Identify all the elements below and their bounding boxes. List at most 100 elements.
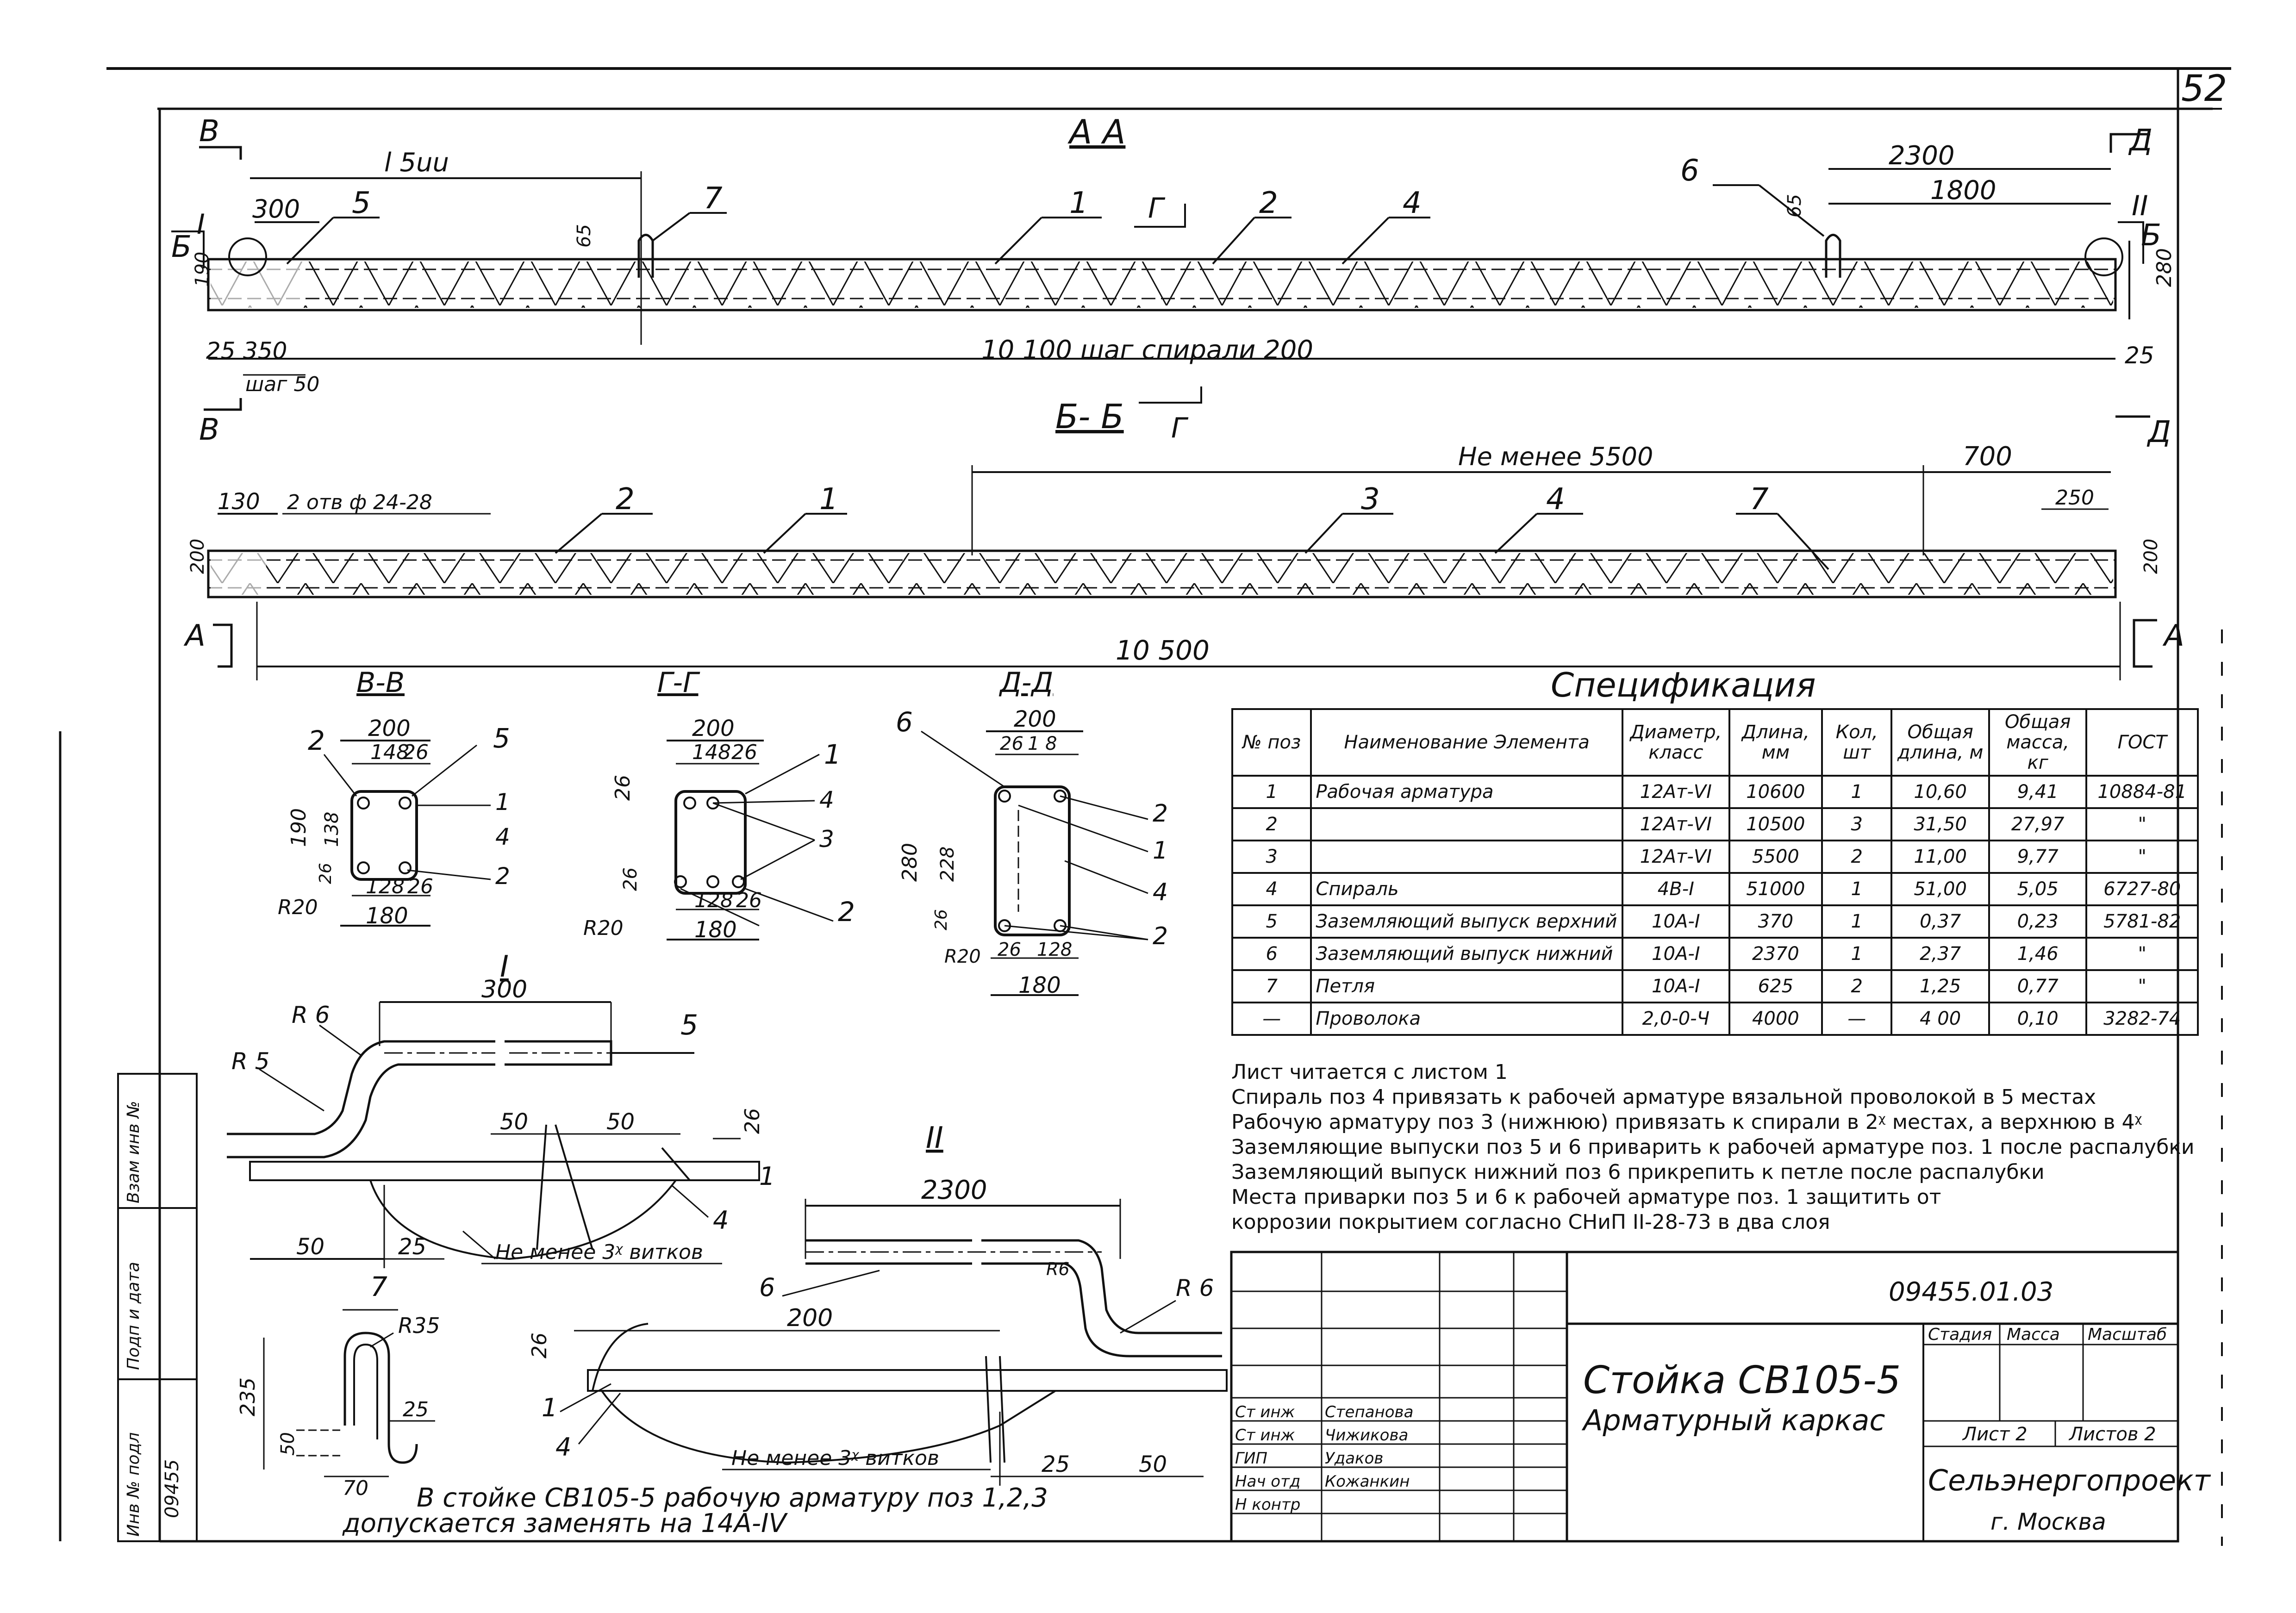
- drawing-label: 1: [824, 739, 841, 770]
- drawing-label: 65: [574, 224, 595, 248]
- drawing-label: Ст инж: [1235, 1403, 1295, 1421]
- drawing-label: А: [183, 619, 206, 653]
- drawing-label: R20: [944, 946, 981, 967]
- drawing-label: 6: [896, 706, 913, 738]
- drawing-label: 7: [1750, 482, 1769, 517]
- drawing-label: 200: [368, 716, 411, 741]
- drawing-label: 26: [736, 889, 762, 912]
- spec-cell: 2,0-0-Ч: [1622, 1002, 1730, 1036]
- drawing-label: 1 8: [1028, 733, 1057, 754]
- drawing-label: 25: [403, 1398, 429, 1421]
- drawing-label: 25: [398, 1234, 426, 1260]
- spec-cell: 9,77: [1988, 840, 2088, 874]
- drawing-label: Взам инв №: [124, 1101, 143, 1203]
- spec-cell: Заземляющий выпуск верхний: [1310, 904, 1624, 939]
- drawing-label: 26: [620, 867, 641, 891]
- drawing-label: Не менее 3ᵡ витков: [495, 1240, 703, 1264]
- drawing-label: 148: [370, 741, 409, 764]
- drawing-label: Г-Г: [657, 666, 700, 699]
- spec-header: Общая масса, кг: [1988, 708, 2088, 777]
- drawing-label: 228: [937, 847, 958, 882]
- notes: Лист читается с листом 1 Спираль поз 4 п…: [1231, 1060, 2213, 1235]
- drawing-label: Б: [171, 230, 192, 264]
- drawing-label: 50: [1139, 1451, 1167, 1477]
- drawing-label: 130: [218, 489, 260, 515]
- note-line: Места приварки поз 5 и 6 к рабочей армат…: [1231, 1185, 1941, 1209]
- drawing-label: ГИП: [1235, 1449, 1267, 1468]
- spec-cell: 51000: [1728, 872, 1823, 906]
- drawing-label: 1800: [1930, 175, 1997, 206]
- spec-cell: 5: [1231, 904, 1312, 939]
- spec-cell: [1310, 807, 1624, 841]
- section-vv: В-В 200 148 26 190 138 26 R20 128 26 180…: [278, 666, 510, 929]
- drawing-label: 250: [2055, 486, 2094, 510]
- drawing-label: Арматурный каркас: [1581, 1403, 1885, 1437]
- drawing-label: 5: [493, 722, 510, 754]
- spec-cell: 51,00: [1890, 872, 1990, 906]
- drawing-label: Чижикова: [1325, 1426, 1408, 1445]
- drawing-label: Удаков: [1325, 1449, 1383, 1468]
- drawing-label: 4: [819, 786, 834, 813]
- spec-cell: 6: [1231, 937, 1312, 971]
- spec-header: Диаметр, класс: [1622, 708, 1730, 777]
- spec-cell: 3: [1821, 807, 1893, 841]
- spec-cell: 10600: [1728, 775, 1823, 809]
- drawing-label: 7: [704, 181, 723, 216]
- spec-cell: 12Ат-VI: [1622, 775, 1730, 809]
- spec-cell: Проволока: [1310, 1002, 1624, 1036]
- spec-cell: 1: [1821, 904, 1893, 939]
- spec-cell: 9,41: [1988, 775, 2088, 809]
- drawing-label: 3: [1361, 482, 1380, 517]
- drawing-label: 2: [616, 482, 635, 517]
- drawing-label: 235: [236, 1377, 260, 1416]
- drawing-label: 190: [287, 808, 311, 847]
- detail-ii-circle: [2084, 237, 2123, 276]
- spec-cell: 0,23: [1988, 904, 2088, 939]
- spec-cell: 5500: [1728, 840, 1823, 874]
- drawing-label: 1: [819, 482, 838, 517]
- side-stamp: Взам инв № Подп и дата Инв № подл 09455: [59, 731, 198, 1542]
- drawing-label: 128: [366, 875, 405, 898]
- drawing-label: 26: [731, 741, 757, 764]
- spec-header: Общая длина, м: [1890, 708, 1990, 777]
- spec-cell: 2370: [1728, 937, 1823, 971]
- drawing-label: 26: [611, 775, 635, 801]
- drawing-label: 7: [370, 1271, 387, 1302]
- drawing-label: 10 500: [1116, 635, 1210, 666]
- drawing-label: Не менее 3ᵡ витков: [731, 1446, 939, 1470]
- drawing-label: 280: [898, 843, 922, 882]
- drawing-label: 09455.01.03: [1889, 1277, 2053, 1307]
- spec-cell: 3282-74: [2085, 1002, 2199, 1036]
- drawing-label: 1: [542, 1393, 557, 1422]
- drawing-label: 280: [2152, 248, 2176, 287]
- drawing-label: 50: [277, 1432, 299, 1456]
- spec-cell: 10А-I: [1622, 904, 1730, 939]
- drawing-label: Сельэнергопроект: [1928, 1464, 2211, 1497]
- drawing-label: 180: [1018, 972, 1061, 998]
- drawing-label: В: [199, 413, 219, 447]
- spec-cell: 1,46: [1988, 937, 2088, 971]
- note-line: Заземляющие выпуски поз 5 и 6 приварить …: [1231, 1135, 2195, 1159]
- drawing-label: В-В: [356, 666, 405, 699]
- drawing-label: 5: [352, 186, 371, 220]
- drawing-label: Нач отд: [1235, 1472, 1300, 1491]
- section-title-bb: Б- Б: [1055, 397, 1124, 436]
- spec-header: № поз: [1231, 708, 1312, 777]
- drawing-label: 2: [838, 896, 855, 928]
- spec-cell: 625: [1728, 969, 1823, 1003]
- spec-cell: —: [1231, 1002, 1312, 1036]
- spec-cell: ": [2085, 937, 2199, 971]
- note-line: коррозии покрытием согласно СНиП II-28-7…: [1231, 1210, 1830, 1234]
- spec-cell: [1310, 840, 1624, 874]
- drawing-label: 25: [206, 337, 236, 364]
- spec-cell: 12Ат-VI: [1622, 807, 1730, 841]
- spec-cell: 7: [1231, 969, 1312, 1003]
- drawing-label: R 5: [231, 1048, 269, 1075]
- drawing-label: 50: [296, 1234, 324, 1260]
- spec-cell: 5781-82: [2085, 904, 2199, 939]
- drawing-label: 148: [692, 741, 731, 764]
